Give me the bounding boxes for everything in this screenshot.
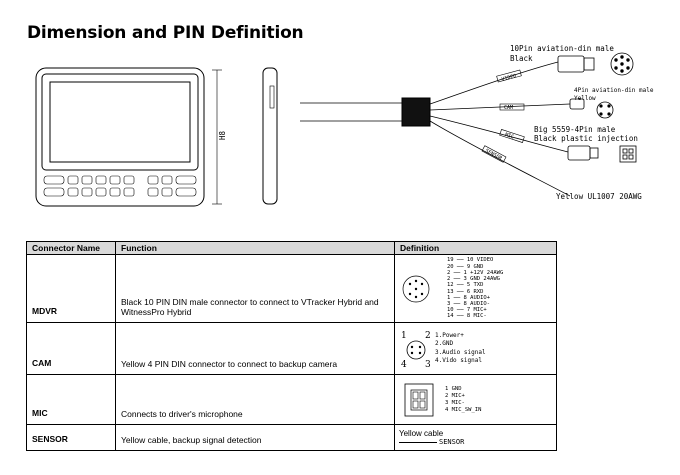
- label-yellow-wire: Yellow UL1007 20AWG: [556, 192, 642, 201]
- sensor-label: SENSOR: [439, 438, 465, 446]
- mdvr-pin: 19 ── 10 VIDEO: [447, 257, 494, 264]
- row-mic-function: Connects to driver's microphone: [115, 374, 395, 425]
- table-row: MIC Connects to driver's microphone 1 GN…: [26, 374, 557, 425]
- label-10pin-color: Black: [510, 54, 533, 63]
- mic-pin: 2 MIC+: [445, 392, 465, 399]
- mdvr-pin: 14 ── 8 MIC-: [447, 313, 487, 320]
- row-cam-definition: 1 2 4 3 1.Power+ 2.GND 3.Audio signal 4.…: [394, 322, 557, 375]
- row-mdvr-name: MDVR: [26, 254, 116, 323]
- row-cam-function: Yellow 4 PIN DIN connector to connect to…: [115, 322, 395, 375]
- cable-tag-mic: MIC: [504, 132, 514, 140]
- row-sensor-function: Yellow cable, backup signal detection: [115, 424, 395, 451]
- sensor-wire-line: [399, 441, 437, 443]
- mic-pin: 3 MIC-: [445, 399, 465, 406]
- mdvr-pin: 2 ── 3 GND 24AWG: [447, 276, 500, 283]
- cable-tag-cam: CAM: [504, 105, 513, 111]
- mic-pin: 4 MIC_SW_IN: [445, 406, 482, 413]
- mdvr-pin: 10 ── 7 MIC+: [447, 307, 487, 314]
- row-mic-name: MIC: [26, 374, 116, 425]
- label-5559-b: Black plastic injection: [534, 134, 638, 143]
- cable-tag-sensor: SENSOR: [484, 148, 504, 162]
- svg-text:1: 1: [401, 331, 407, 341]
- connector-4pin: [569, 98, 614, 119]
- mdvr-pin-list: 19 ── 10 VIDEO 20 ── 9 GND 2 ── 1 +12V 2…: [447, 257, 503, 319]
- sensor-top-label: Yellow cable: [399, 429, 444, 438]
- dimension-diagram: H8 VIDEO CAM MIC SENSOR 10Pin aviation-d…: [35, 44, 654, 207]
- cam-pin: 1.Power+: [435, 331, 464, 339]
- row-mdvr-function: Black 10 PIN DIN male connector to conne…: [115, 254, 395, 323]
- row-mdvr-definition: 19 ── 10 VIDEO 20 ── 9 GND 2 ── 1 +12V 2…: [394, 254, 557, 323]
- svg-text:4: 4: [401, 360, 407, 369]
- connector-table: Connector Name Function Definition MDVR …: [26, 241, 557, 451]
- table-row: SENSOR Yellow cable, backup signal detec…: [26, 424, 557, 451]
- svg-text:3: 3: [425, 360, 431, 369]
- cam-pin-diagram: 1 2 4 3: [401, 331, 431, 369]
- mdvr-pin-diagram: [402, 275, 430, 302]
- cam-pin: 2.GND: [435, 340, 454, 347]
- height-dimension: H8: [218, 130, 227, 140]
- svg-text:2: 2: [425, 331, 431, 341]
- col-definition: Definition: [394, 241, 557, 255]
- label-5559-a: Big 5559-4Pin male: [534, 125, 616, 134]
- cam-pin-list: 1.Power+ 2.GND 3.Audio signal 4.Vido sig…: [435, 332, 486, 366]
- mic-pin: 1 GND: [445, 385, 462, 392]
- table-row: CAM Yellow 4 PIN DIN connector to connec…: [26, 322, 557, 375]
- cam-pin: 4.Vido signal: [435, 357, 482, 364]
- cable-tag-video: VIDEO: [501, 73, 517, 83]
- row-sensor-definition: Yellow cable SENSOR: [394, 424, 557, 451]
- mic-pin-diagram: [404, 383, 434, 416]
- connector-5559: [567, 145, 637, 163]
- main-cable: [300, 61, 571, 197]
- cam-pin: 3.Audio signal: [435, 348, 486, 356]
- mdvr-pin: 20 ── 9 GND: [447, 263, 484, 270]
- page-title: Dimension and PIN Definition: [27, 23, 304, 43]
- label-10pin: 10Pin aviation-din male: [510, 44, 614, 53]
- table-header-row: Connector Name Function Definition: [26, 241, 557, 255]
- mic-pin-list: 1 GND 2 MIC+ 3 MIC- 4 MIC_SW_IN: [445, 386, 481, 414]
- table-row: MDVR Black 10 PIN DIN male connector to …: [26, 254, 557, 323]
- col-function: Function: [115, 241, 395, 255]
- mdvr-pin: 3 ── 8 AUDIO-: [447, 300, 491, 307]
- mdvr-pin: 12 ── 5 TXD: [447, 282, 484, 289]
- row-sensor-name: SENSOR: [26, 424, 116, 451]
- connector-10pin: [557, 52, 634, 76]
- row-cam-name: CAM: [26, 322, 116, 375]
- mdvr-pin: 13 ── 6 RXD: [447, 288, 484, 295]
- col-connector-name: Connector Name: [26, 241, 116, 255]
- monitor-side-view: [262, 67, 278, 205]
- label-4pin: 4Pin aviation-din male: [574, 87, 654, 94]
- mdvr-pin: 2 ── 1 +12V 24AWG: [447, 269, 504, 276]
- monitor-front-view: [35, 67, 222, 207]
- label-4pin-color: Yellow: [574, 95, 596, 102]
- row-mic-definition: 1 GND 2 MIC+ 3 MIC- 4 MIC_SW_IN: [394, 374, 557, 425]
- mdvr-pin: 1 ── 8 AUDIO+: [447, 294, 491, 301]
